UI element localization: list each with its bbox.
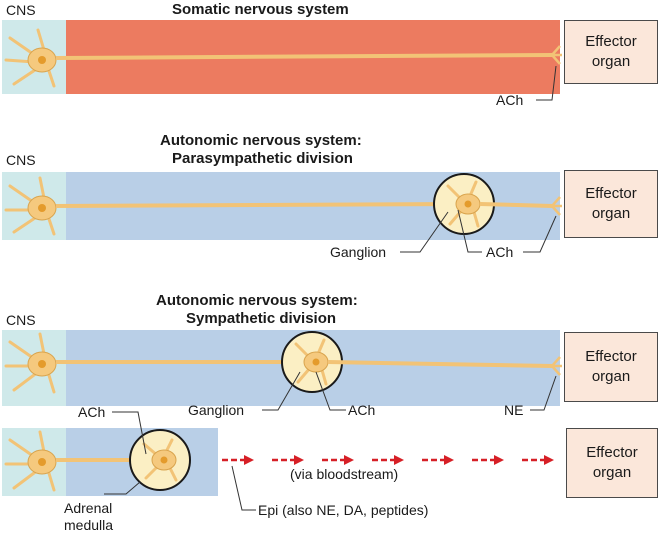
sympathetic-ne-label: NE xyxy=(504,402,524,418)
sympathetic-ach-label: ACh xyxy=(348,402,376,418)
sympathetic-ne-leader xyxy=(530,375,557,411)
sympathetic-cns-label: CNS xyxy=(6,312,36,328)
somatic-effector-line1: Effector xyxy=(585,33,637,50)
sympathetic-title-line2: Sympathetic division xyxy=(186,310,337,327)
sympathetic-effector-line2: organ xyxy=(591,368,631,385)
somatic-title: Somatic nervous system xyxy=(172,1,349,18)
parasympathetic-title-line1: Autonomic nervous system: xyxy=(160,132,362,149)
adrenal-effector-line2: organ xyxy=(592,464,632,481)
adrenal-medulla-label-line1: Adrenal xyxy=(64,500,113,516)
parasympathetic-ach-leader-2 xyxy=(523,215,557,253)
sympathetic-title-line1: Autonomic nervous system: xyxy=(156,292,358,309)
parasympathetic-cns-label: CNS xyxy=(6,152,36,168)
somatic-motor-neuron xyxy=(4,28,562,88)
sympathetic-effector-line1: Effector xyxy=(585,348,637,365)
adrenal-ach-leader xyxy=(112,411,147,455)
parasympathetic-title-line2: Parasympathetic division xyxy=(172,150,353,167)
sympathetic-preganglionic-neuron xyxy=(4,332,310,394)
sympathetic-ganglion-label: Ganglion xyxy=(188,402,245,418)
somatic-effector-organ: Effector organ xyxy=(564,20,658,84)
epi-label: Epi (also NE, DA, peptides) xyxy=(258,502,429,518)
sympathetic-effector-organ: Effector organ xyxy=(564,332,658,402)
bloodstream-arrows xyxy=(222,455,554,465)
somatic-ach-leader xyxy=(536,65,557,101)
epi-leader xyxy=(231,465,256,511)
sympathetic-ganglion-leader xyxy=(262,371,301,411)
adrenal-medulla-leader xyxy=(104,481,141,495)
parasympathetic-ganglion-label: Ganglion xyxy=(330,244,387,260)
adrenal-effector-line1: Effector xyxy=(586,444,638,461)
adrenal-chromaffin-cell xyxy=(142,438,178,482)
parasympathetic-ganglion-leader xyxy=(400,211,449,253)
sympathetic-ach-leader xyxy=(315,371,346,411)
parasympathetic-ach-label: ACh xyxy=(486,244,514,260)
somatic-ach-label: ACh xyxy=(496,92,524,108)
adrenal-ach-label: ACh xyxy=(78,404,106,420)
parasympathetic-effector-line2: organ xyxy=(591,205,631,222)
adrenal-effector-organ: Effector organ xyxy=(566,428,658,498)
parasympathetic-preganglionic-neuron xyxy=(4,176,463,236)
sympathetic-postganglionic-neuron xyxy=(294,338,562,386)
via-bloodstream-label: (via bloodstream) xyxy=(290,466,399,482)
parasympathetic-postganglionic-neuron xyxy=(446,180,562,228)
parasympathetic-ach-leader-1 xyxy=(457,209,482,253)
parasympathetic-effector-line1: Effector xyxy=(585,185,637,202)
parasympathetic-effector-organ: Effector organ xyxy=(564,170,658,238)
adrenal-medulla-label-line2: medulla xyxy=(64,517,114,533)
somatic-effector-line2: organ xyxy=(591,53,631,70)
somatic-cns-label: CNS xyxy=(6,2,36,18)
